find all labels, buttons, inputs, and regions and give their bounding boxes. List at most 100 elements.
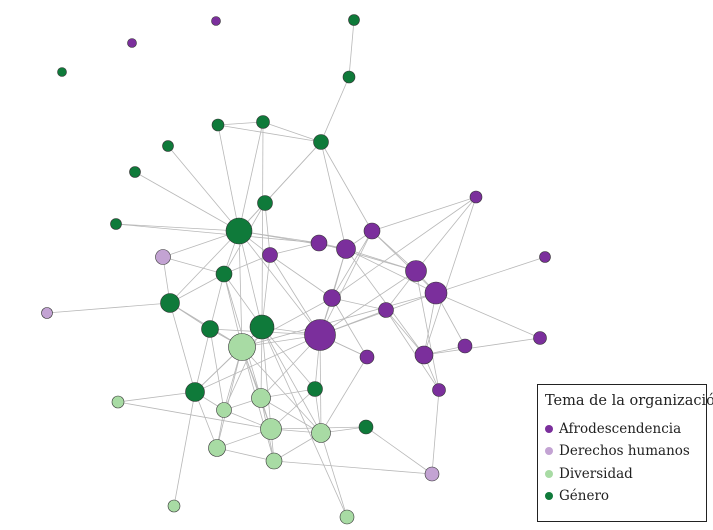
graph-edges — [46, 19, 546, 518]
graph-node-div — [311, 423, 331, 443]
legend-item-afrodescendencia: Afrodescendencia — [545, 420, 681, 438]
graph-edge — [169, 302, 196, 393]
graph-node-afro — [414, 345, 434, 365]
graph-edge — [264, 202, 271, 256]
graph-node-gen — [110, 218, 122, 230]
graph-node-gen — [256, 115, 270, 129]
graph-edge — [320, 141, 373, 232]
graph-edge — [238, 121, 264, 232]
graph-edge — [345, 248, 437, 294]
graph-node-gen — [160, 293, 180, 313]
graph-edge — [320, 76, 350, 143]
graph-node-afro — [378, 302, 394, 318]
graph-node-afro — [127, 38, 137, 48]
graph-node-afro — [262, 247, 278, 263]
graph-edge — [261, 326, 272, 430]
graph-node-afro — [457, 338, 473, 354]
legend-marker — [545, 470, 553, 478]
graph-edge — [431, 389, 440, 475]
graph-edge — [415, 270, 440, 391]
graph-node-gen — [249, 314, 275, 340]
graph-node-div — [228, 333, 256, 361]
graph-node-afro — [323, 289, 341, 307]
graph-edge — [167, 145, 240, 232]
graph-edge — [260, 397, 322, 434]
graph-edge — [209, 273, 225, 330]
graph-edge — [320, 356, 368, 434]
graph-edge — [331, 297, 368, 358]
graph-edge — [331, 196, 477, 299]
graph-node-div — [208, 439, 226, 457]
graph-node-afro — [432, 383, 446, 397]
graph-edge — [264, 141, 322, 204]
legend-label: Diversidad — [559, 466, 633, 482]
legend-item-genero: Género — [545, 487, 609, 505]
graph-edge — [269, 254, 333, 299]
graph-edge — [261, 121, 264, 328]
graph-edge — [435, 256, 546, 294]
graph-node-afro — [363, 222, 381, 240]
graph-edge — [223, 326, 263, 411]
graph-node-gen — [162, 140, 174, 152]
legend: Tema de la organización Afrodescendencia… — [537, 384, 713, 522]
legend-item-diversidad: Diversidad — [545, 465, 633, 483]
graph-node-afro — [405, 260, 427, 282]
graph-node-dh — [424, 466, 440, 482]
graph-edge — [241, 346, 322, 434]
graph-edge — [331, 230, 373, 299]
graph-edge — [162, 230, 240, 258]
graph-node-gen — [358, 419, 374, 435]
graph-node-afro — [304, 319, 336, 351]
graph-edge — [169, 273, 225, 304]
graph-edge — [134, 171, 240, 232]
legend-label: Género — [559, 488, 610, 504]
graph-edge — [46, 302, 171, 314]
graph-edge — [273, 460, 433, 475]
legend-label: Afrodescendencia — [559, 421, 682, 437]
graph-edge — [261, 326, 348, 518]
graph-node-afro — [359, 349, 375, 365]
graph-edge — [217, 124, 322, 143]
legend-title: Tema de la organización — [545, 393, 713, 409]
graph-edge — [435, 292, 541, 339]
graph-edge — [238, 230, 321, 336]
graph-node-gen — [129, 166, 141, 178]
graph-node-gen — [348, 14, 360, 26]
graph-edge — [331, 297, 387, 311]
graph-node-gen — [307, 381, 323, 397]
graph-node-afro — [336, 239, 356, 259]
graph-edge — [162, 256, 225, 275]
graph-node-afro — [310, 234, 328, 252]
graph-edge — [217, 124, 240, 232]
graph-node-div — [216, 402, 232, 418]
graph-edge — [261, 326, 322, 434]
legend-item-derechos-humanos: Derechos humanos — [545, 442, 690, 460]
graph-node-dh — [155, 249, 171, 265]
graph-edge — [117, 401, 272, 430]
legend-marker — [545, 492, 553, 500]
graph-edge — [173, 391, 196, 507]
graph-node-gen — [313, 134, 329, 150]
legend-label: Derechos humanos — [559, 443, 690, 459]
graph-node-afro — [424, 281, 448, 305]
graph-edge — [348, 19, 355, 78]
graph-edge — [169, 230, 240, 304]
legend-marker — [545, 447, 553, 455]
graph-node-dh — [41, 307, 53, 319]
graph-edge — [262, 121, 322, 143]
graph-node-gen — [201, 320, 219, 338]
graph-node-afro — [533, 331, 547, 345]
graph-node-gen — [185, 382, 205, 402]
graph-edge — [385, 309, 425, 356]
graph-node-div — [111, 395, 125, 409]
graph-edge — [217, 121, 264, 126]
graph-node-gen — [342, 70, 356, 84]
graph-edge — [371, 230, 437, 294]
graph-edge — [238, 230, 263, 328]
graph-edge — [423, 196, 477, 356]
graph-edge — [415, 196, 477, 272]
graph-edge — [269, 242, 320, 256]
graph-edge — [423, 337, 541, 356]
graph-edge — [115, 223, 320, 244]
